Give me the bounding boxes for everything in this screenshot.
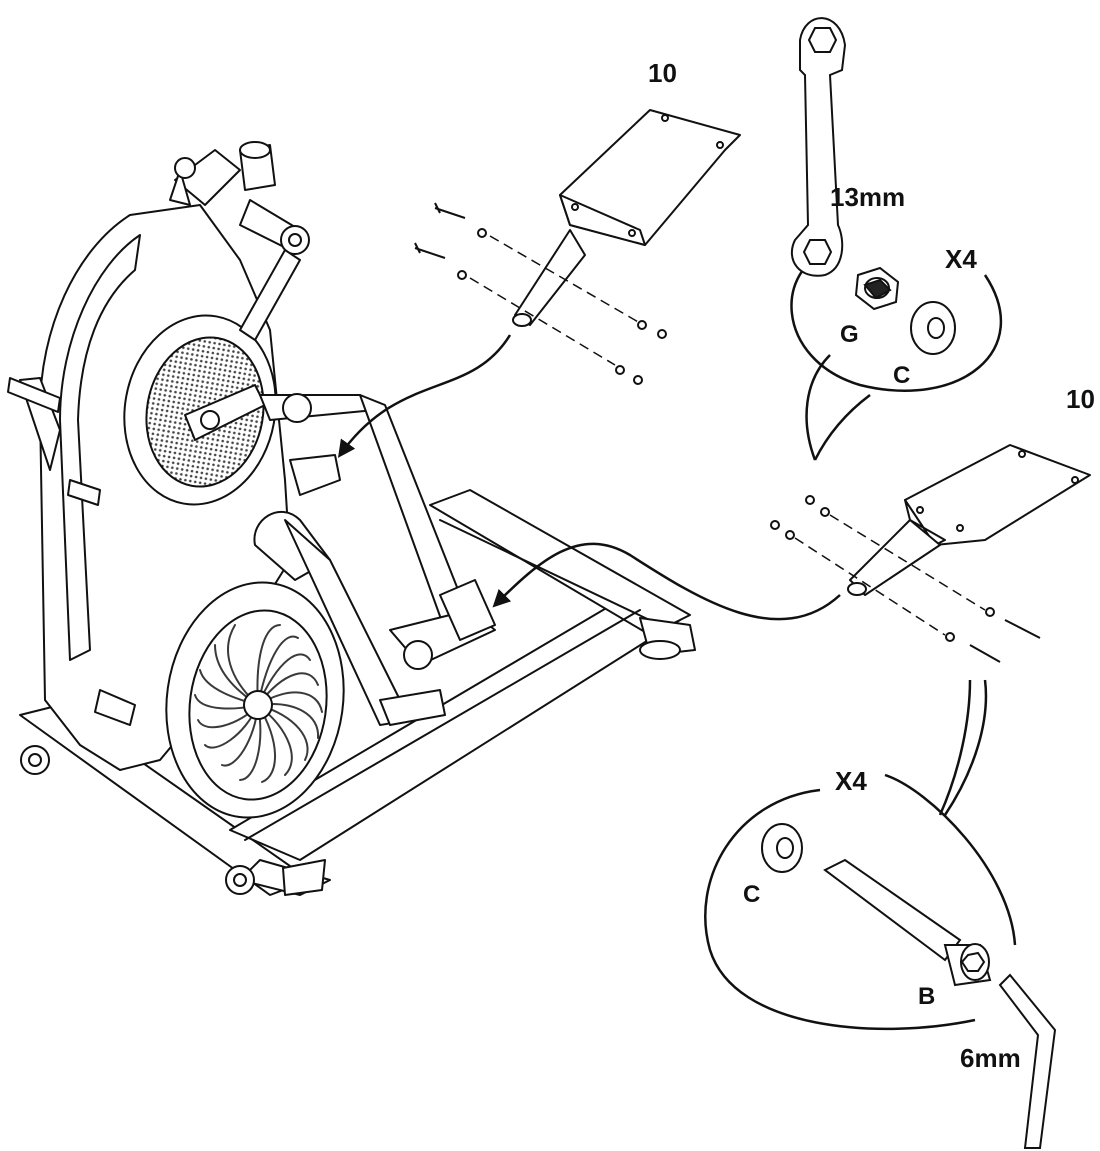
part-number-left: 10	[648, 58, 677, 88]
bolts-right	[770, 495, 1041, 663]
nut-code-label: G	[840, 321, 859, 348]
air-fan	[165, 581, 345, 819]
upper-arms	[169, 141, 310, 341]
bolt-code-label: B	[918, 983, 936, 1010]
transport-wheels	[20, 640, 681, 895]
arrow-left-pedal	[337, 334, 512, 458]
part-number-right: 10	[1066, 384, 1095, 414]
nut-g	[854, 266, 900, 311]
bolt-axes-left	[469, 235, 641, 366]
bolt-axes-right	[794, 514, 986, 636]
bolt-b	[823, 858, 992, 987]
pedal-linkage	[253, 393, 496, 726]
washer-c-bottom	[761, 823, 803, 873]
arrow-right-pedal	[492, 542, 841, 621]
washer-code-bottom-label: C	[743, 881, 761, 908]
assembly-arrows	[337, 334, 841, 621]
callout-nut-washer	[790, 243, 1003, 461]
pedal-right	[847, 444, 1091, 596]
pedal-left	[512, 109, 741, 327]
elliptical-machine	[7, 141, 696, 896]
washer-c-top	[910, 301, 956, 355]
hex-key-size-label: 6mm	[960, 1043, 1021, 1073]
bolt-quantity-label: X4	[835, 766, 867, 796]
callout-bolt-washer	[704, 679, 1017, 1031]
nut-quantity-label: X4	[945, 244, 977, 274]
flywheel-cover	[123, 314, 277, 506]
washer-code-top-label: C	[893, 362, 911, 389]
wrench-13mm	[790, 17, 847, 277]
bolts-left	[414, 202, 667, 385]
hex-key-6mm	[998, 973, 1057, 1149]
wrench-size-label: 13mm	[830, 182, 906, 212]
